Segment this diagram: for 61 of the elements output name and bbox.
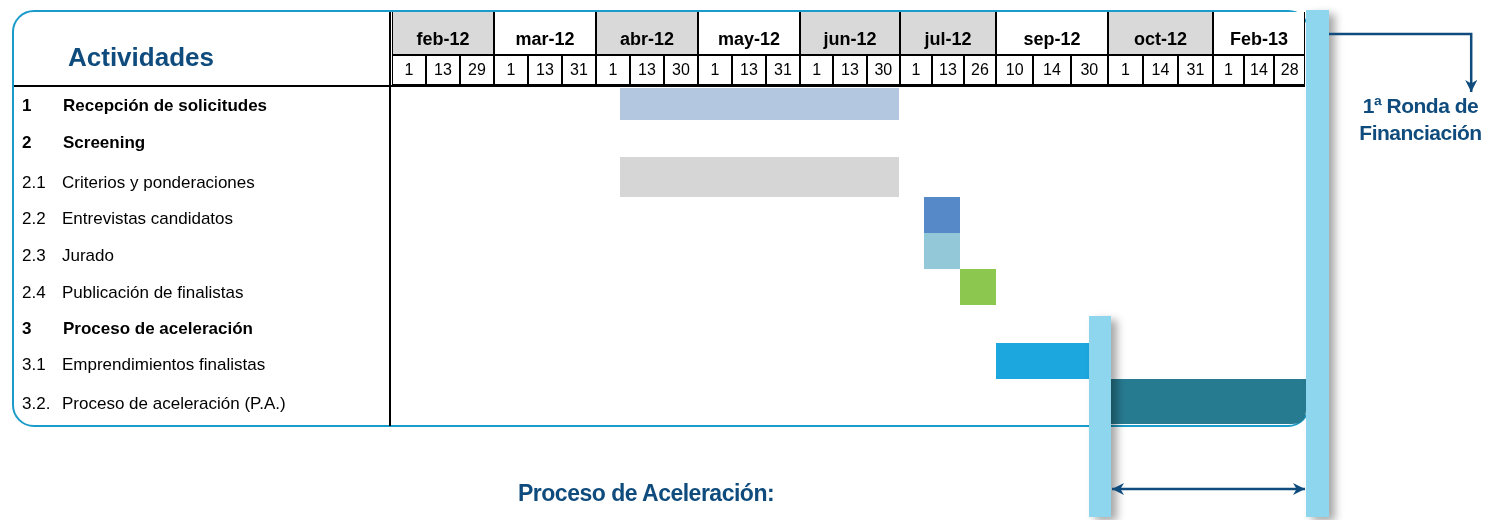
activity-number: 2.4 <box>22 282 46 304</box>
milestone-label: 1ª Ronda de Financiación <box>1336 92 1505 146</box>
month-header: oct-12 <box>1108 12 1213 55</box>
activity-label: Entrevistas candidatos <box>62 208 235 230</box>
activity-label: Proceso de aceleración <box>63 318 254 340</box>
month-header: abr-12 <box>596 12 698 55</box>
activity-number: 3.2. <box>22 393 51 415</box>
column-heading: Actividades <box>67 42 215 73</box>
arrow <box>1329 32 1478 92</box>
day-cell: 10 <box>996 55 1034 85</box>
day-cell: 13 <box>932 55 964 85</box>
day-cell: 14 <box>1143 55 1178 85</box>
activity-number: 2.3 <box>22 245 46 267</box>
month-header: jul-12 <box>900 12 996 55</box>
day-cell: 13 <box>630 55 664 85</box>
month-header: sep-12 <box>996 12 1108 55</box>
milestone-bar <box>1089 316 1111 517</box>
month-header: feb-12 <box>392 12 494 55</box>
day-cell: 1 <box>800 55 834 85</box>
month-header: Feb-13 <box>1213 12 1305 55</box>
activity-number: 3 <box>22 318 32 340</box>
day-cell: 1 <box>900 55 932 85</box>
day-cell: 1 <box>1108 55 1143 85</box>
month-header: may-12 <box>698 12 800 55</box>
day-cell: 1 <box>1213 55 1244 85</box>
activity-label: Screening <box>63 132 147 154</box>
activity-number: 2 <box>22 132 32 154</box>
day-cell: 30 <box>1070 55 1108 85</box>
day-cell: 30 <box>866 55 900 85</box>
day-cell: 31 <box>1178 55 1213 85</box>
day-cell: 28 <box>1274 55 1305 85</box>
day-cell: 31 <box>766 55 800 85</box>
day-cell: 1 <box>596 55 630 85</box>
section-heading: Proceso de Aceleración: <box>518 480 775 507</box>
day-cell: 13 <box>732 55 766 85</box>
month-header: mar-12 <box>494 12 596 55</box>
activity-label: Recepción de solicitudes <box>63 95 269 117</box>
day-cell: 14 <box>1033 55 1071 85</box>
day-cell: 26 <box>964 55 996 85</box>
day-cell: 29 <box>460 55 494 85</box>
day-cell: 1 <box>392 55 426 85</box>
day-cell: 1 <box>494 55 528 85</box>
activity-number: 2.2 <box>22 208 46 230</box>
day-cell: 31 <box>562 55 596 85</box>
day-cell: 30 <box>664 55 698 85</box>
activity-label: Jurado <box>62 245 115 267</box>
activity-label: Criterios y ponderaciones <box>62 172 256 194</box>
activity-number: 1 <box>22 95 32 117</box>
month-header: jun-12 <box>800 12 900 55</box>
day-cell: 13 <box>426 55 460 85</box>
milestone-bar <box>1306 10 1329 517</box>
day-cell: 1 <box>698 55 732 85</box>
activity-label: Emprendimientos finalistas <box>62 354 267 376</box>
day-cell: 13 <box>528 55 562 85</box>
activity-number: 3.1 <box>22 354 46 376</box>
arrow <box>1112 483 1305 495</box>
activity-label: Proceso de aceleración (P.A.) <box>62 393 287 415</box>
day-cell: 13 <box>833 55 867 85</box>
day-cell: 14 <box>1243 55 1275 85</box>
activity-number: 2.1 <box>22 172 46 194</box>
activity-label: Publicación de finalistas <box>62 282 245 304</box>
